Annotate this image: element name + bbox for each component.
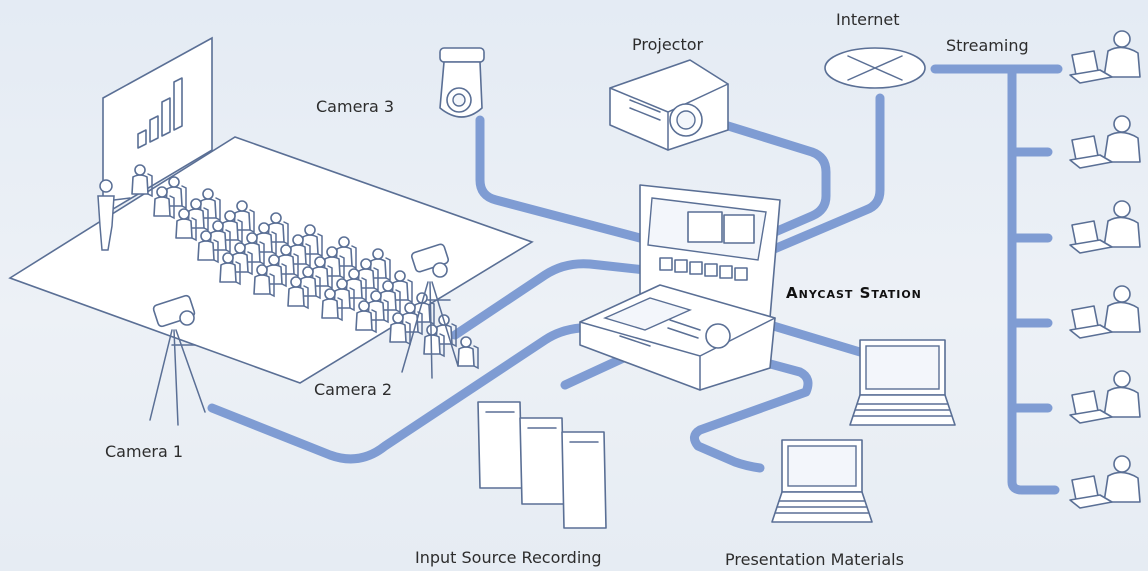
audience-member-icon [355,300,377,334]
audience-member-icon [231,242,253,276]
audience-member-icon [221,210,243,244]
audience-member-icon [153,186,175,220]
presenter-icon [97,179,131,251]
audience-member-icon [267,212,289,246]
audience-member-icon [175,208,197,242]
audience-member-icon [209,220,231,254]
audience-member-icon [335,236,357,270]
cable-camera2 [450,259,650,340]
streaming-label: Streaming [946,36,1029,55]
audience-member-icon [299,266,321,300]
laptop-icon-station [849,339,956,426]
audience-member-icon [301,224,323,258]
storage-drive-icon [561,431,607,529]
audience-member-icon [367,290,389,324]
audience-member-icon [323,246,345,280]
viewer-laptop-icon [1069,30,1141,84]
audience-member-icon [199,188,221,222]
anycast-station-label: Anycast Station [786,284,922,302]
audience-member-icon [253,264,275,298]
audience-member-icon [401,302,423,336]
storage-drive-icon [519,417,565,505]
audience-member-icon [391,270,413,304]
audience-member-icon [321,288,343,322]
audience-member-icon [457,336,479,370]
audience-member-icon [131,164,153,198]
presentation-materials-label: Presentation Materials [725,550,904,569]
cable-laptop [755,317,865,357]
internet-globe-icon [824,47,926,89]
audience [131,164,479,370]
audience-member-icon [243,232,265,266]
cable-projector [720,120,831,237]
audience-member-icon [357,258,379,292]
streaming-viewers [1069,30,1141,509]
camera-2-icon [401,243,459,379]
projector-label: Projector [632,35,704,54]
audience-member-icon [345,268,367,302]
cable-internet [755,93,885,260]
audience-member-icon [233,200,255,234]
audience-member-icon [197,230,219,264]
viewer-laptop-icon [1069,200,1141,254]
switcher-console-icon [579,184,781,391]
viewer-laptop-icon [1069,285,1141,339]
cables [207,64,1063,495]
laptop-icon-presentation [771,439,873,523]
audience-member-icon [333,278,355,312]
switcher-buttons [659,257,748,281]
camera-3-icon [439,47,485,118]
storage-drive-icon [477,401,523,489]
viewer-laptop-icon [1069,370,1141,424]
audience-member-icon [379,280,401,314]
classroom [8,36,534,384]
camera-2-label: Camera 2 [314,380,393,399]
viewer-laptop-icon [1069,455,1141,509]
cable-camera3 [475,115,645,243]
input-source-recording-label: Input Source Recording [415,548,602,567]
audience-member-icon [219,252,241,286]
camera-1-label: Camera 1 [105,442,184,461]
audience-member-icon [389,312,411,346]
audience-member-icon [311,256,333,290]
audience-member-icon [265,254,287,288]
bar-chart-icon [137,77,183,149]
audience-member-icon [255,222,277,256]
camera-3-label: Camera 3 [316,97,395,116]
audience-member-icon [287,276,309,310]
audience-member-icon [369,248,391,282]
audience-member-icon [187,198,209,232]
projector-icon [609,59,729,151]
audience-member-icon [289,234,311,268]
viewer-laptop-icon [1069,115,1141,169]
storage-drives [477,401,607,529]
internet-label: Internet [836,10,900,29]
audience-member-icon [277,244,299,278]
cable-streaming-bus [1007,64,1060,495]
audience-member-icon [165,176,187,210]
cable-camera1 [207,323,585,464]
camera-1-icon [149,294,206,426]
cable-presentation [690,340,813,473]
